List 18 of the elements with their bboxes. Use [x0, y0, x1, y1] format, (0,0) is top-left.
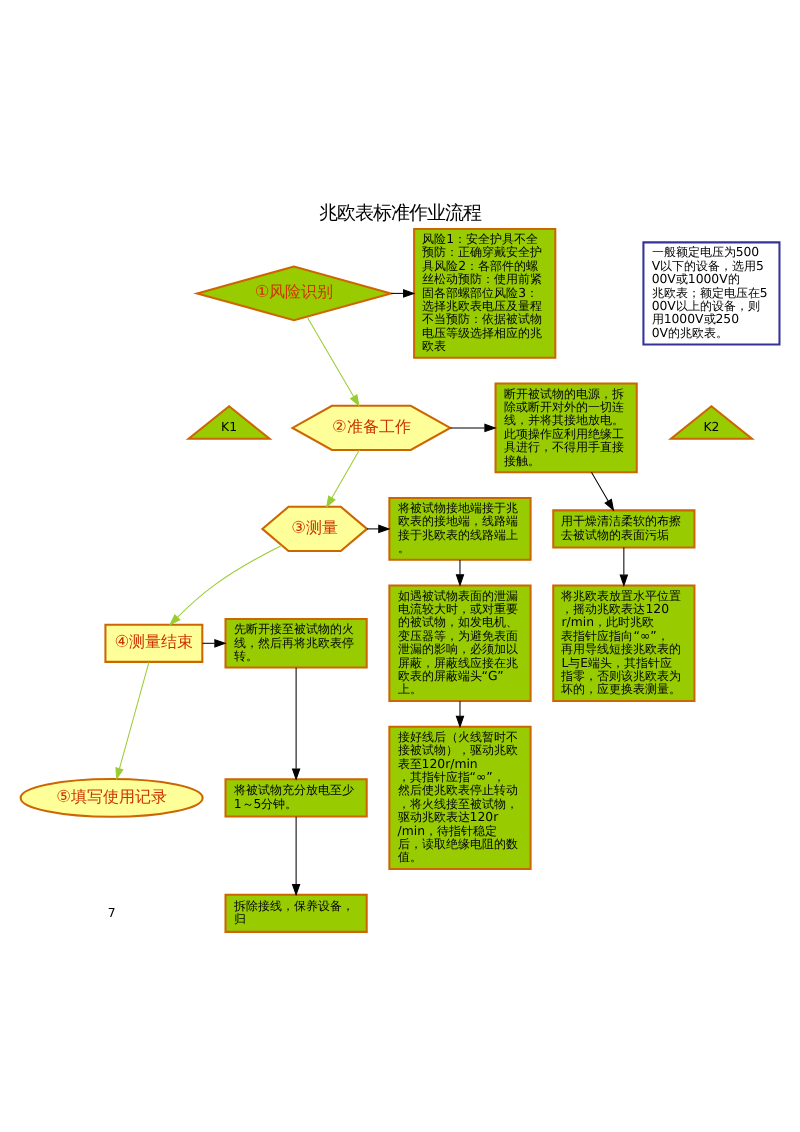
node-ellipse: ⑤填写使用记录 — [19, 778, 204, 818]
arrow — [306, 316, 360, 407]
arrow — [619, 546, 629, 587]
node-diamond: ①风险识别 — [193, 265, 395, 322]
arrow — [169, 544, 283, 626]
arrow — [455, 559, 465, 587]
arrow — [291, 816, 301, 897]
arrow — [366, 524, 391, 534]
arrow — [115, 661, 150, 781]
diagram-title: 兆欧表标准作业流程 — [318, 203, 481, 226]
arrow — [390, 289, 416, 298]
arrow — [455, 700, 465, 729]
arrow — [590, 471, 615, 512]
node-box: ④测量结束 — [104, 623, 204, 663]
arrow — [325, 449, 360, 509]
arrow — [201, 638, 227, 648]
arrow — [449, 423, 497, 433]
arrow — [291, 667, 301, 781]
